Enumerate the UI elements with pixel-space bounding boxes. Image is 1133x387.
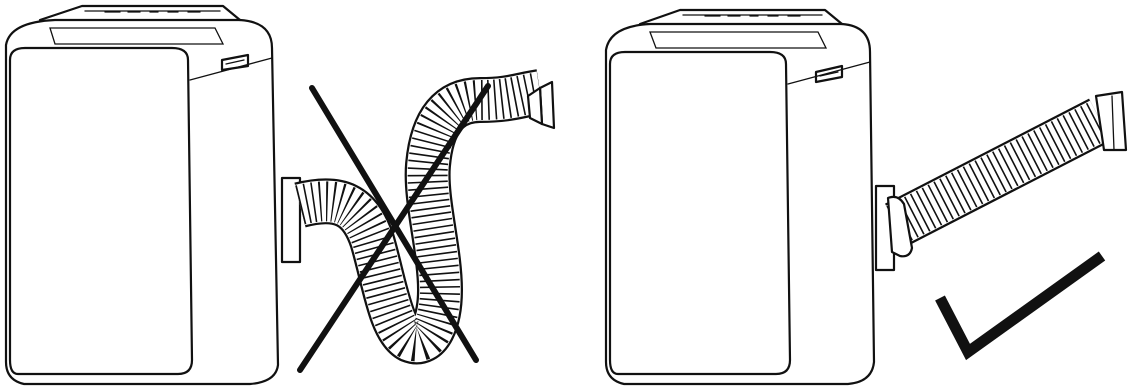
exhaust-hose-curved — [300, 82, 554, 341]
air-conditioner-unit-left — [6, 6, 300, 384]
check-mark-icon — [940, 256, 1102, 352]
air-conditioner-unit-right — [606, 10, 894, 384]
panel-correct — [606, 10, 1126, 384]
panel-wrong — [6, 6, 554, 384]
exhaust-hose-straight — [888, 92, 1126, 256]
